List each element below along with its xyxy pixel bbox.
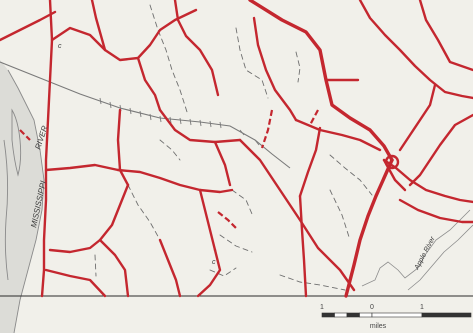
road-central-3	[116, 168, 234, 194]
road-mid-loop-2	[298, 126, 322, 198]
scale-tick-label-zero: 0	[370, 304, 374, 311]
road-east-junction	[382, 158, 473, 204]
trail-south-1	[94, 254, 97, 277]
apple-river-creek-2	[407, 224, 473, 291]
road-north-2	[50, 8, 198, 62]
road-central-1	[116, 108, 130, 187]
railroad-ticks	[99, 97, 260, 146]
apple-river-creek	[361, 209, 471, 287]
road-south-3	[196, 248, 222, 298]
river-shore-east	[7, 69, 45, 333]
road-central-6	[158, 108, 242, 144]
road-dashed-3	[217, 211, 239, 231]
trail-north-1	[149, 4, 189, 116]
scale-tick-label-left: 1	[320, 304, 324, 311]
trail-north-2	[235, 27, 269, 99]
road-east-2	[418, 0, 473, 72]
scale-units-label: miles	[370, 323, 387, 330]
scale-tick-label-right: 1	[420, 304, 424, 311]
scale-segment-1	[321, 312, 335, 318]
road-dashed-1	[260, 109, 274, 149]
trail-north-3	[295, 51, 301, 83]
road-south-4	[44, 268, 107, 298]
label-apple-river: Apple River	[413, 235, 437, 272]
road-far-east	[398, 198, 473, 224]
highway-interchange	[384, 154, 400, 170]
trail-center	[219, 234, 253, 253]
road-dashed-2	[309, 109, 319, 126]
trail-mid-3	[231, 189, 253, 215]
road-dashed-4	[19, 129, 31, 141]
trail-mid-1	[127, 184, 161, 241]
label-town-marker-south: c	[212, 259, 216, 266]
road-north-1	[0, 10, 57, 42]
scale-bar: 1 0 1 miles	[320, 304, 472, 330]
scale-segment-3	[346, 312, 360, 318]
road-diagonal-se	[344, 158, 394, 298]
road-north-4	[136, 56, 162, 112]
river-slough	[3, 139, 9, 281]
road-west-edge	[40, 0, 54, 298]
road-central-4	[198, 188, 217, 252]
road-south-2	[158, 238, 182, 298]
road-central-2	[44, 163, 120, 172]
road-east-top	[358, 0, 473, 100]
scale-segment-4	[359, 312, 373, 318]
trail-east-1	[329, 154, 373, 196]
road-highway-main	[248, 0, 394, 162]
scale-segment-5	[371, 312, 423, 318]
label-town-marker-north: c	[58, 43, 62, 50]
trail-south-2	[209, 267, 237, 277]
road-east-4	[408, 113, 473, 187]
road-east-3	[398, 83, 437, 152]
river-island	[11, 108, 22, 177]
road-central-7	[213, 140, 232, 187]
scale-segment-2	[334, 312, 348, 318]
road-mid-loop	[294, 118, 382, 152]
road-north-3	[90, 0, 107, 52]
trail-mid-2	[159, 139, 181, 161]
road-central-5	[48, 183, 130, 254]
road-north-6	[252, 16, 298, 122]
road-center-vertical	[298, 194, 308, 298]
road-north-5	[173, 0, 220, 97]
trail-east-2	[329, 189, 351, 241]
mississippi-river-water	[0, 60, 44, 333]
road-diagonal-center	[238, 138, 356, 292]
road-south-1	[98, 238, 130, 298]
scale-segment-6	[421, 312, 472, 318]
trail-southeast	[279, 274, 346, 291]
